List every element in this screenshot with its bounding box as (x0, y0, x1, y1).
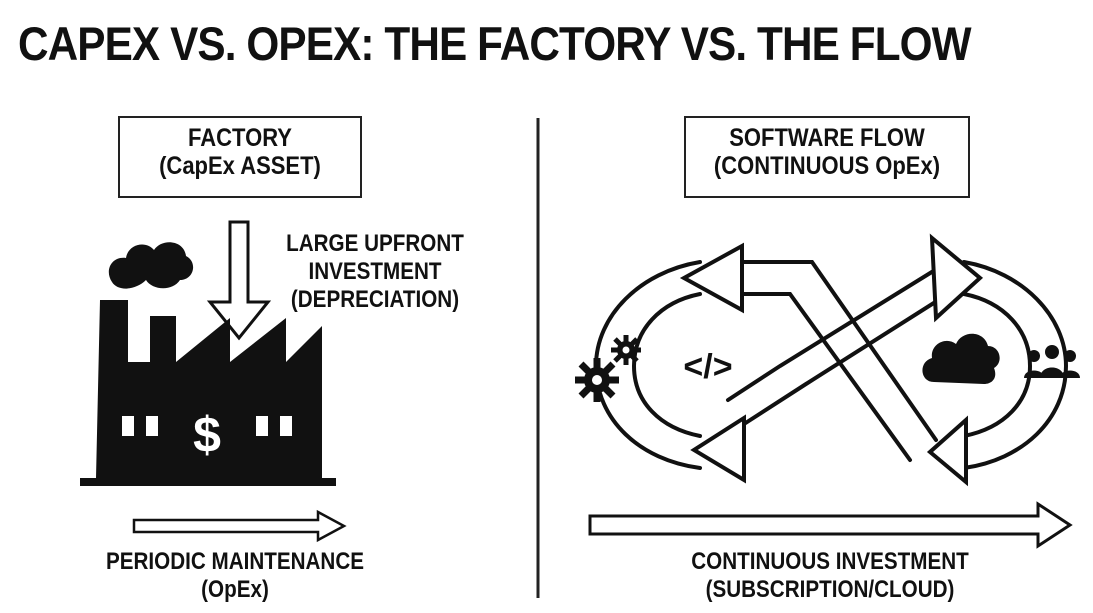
factory-dollar-symbol: $ (193, 407, 221, 463)
periodic-maintenance-line1: PERIODIC MAINTENANCE (105, 548, 364, 575)
down-arrow-icon (206, 220, 272, 341)
long-right-arrow-icon (588, 501, 1073, 549)
factory-icon (80, 242, 336, 486)
gears-icon (575, 335, 641, 402)
continuous-investment-line2: (SUBSCRIPTION/CLOUD) (705, 576, 955, 603)
users-icon (1024, 345, 1080, 378)
software-flow-box-title: SOFTWARE FLOW (729, 124, 925, 152)
page-title: CAPEX VS. OPEX: THE FACTORY VS. THE FLOW (18, 17, 972, 70)
code-icon: </> (683, 348, 732, 386)
software-flow-box-subtitle: (CONTINUOUS OpEx) (713, 152, 941, 180)
upfront-investment-line1: LARGE UPFRONT (286, 230, 464, 257)
infinity-loop-icon (593, 260, 1069, 470)
upfront-investment-label: LARGE UPFRONT INVESTMENT (DEPRECIATION) (270, 230, 480, 314)
factory-box-title: FACTORY (188, 124, 292, 152)
periodic-maintenance-label: PERIODIC MAINTENANCE (OpEx) (60, 548, 410, 604)
cloud-icon (922, 333, 1000, 384)
continuous-investment-line1: CONTINUOUS INVESTMENT (691, 548, 969, 575)
software-flow-box: SOFTWARE FLOW (CONTINUOUS OpEx) (684, 116, 970, 198)
factory-capex-box: FACTORY (CapEx ASSET) (118, 116, 362, 198)
periodic-maintenance-line2: (OpEx) (201, 576, 269, 603)
right-arrow-icon (132, 509, 347, 543)
upfront-investment-line3: (DEPRECIATION) (290, 286, 460, 313)
infinity-arrowheads (679, 233, 984, 487)
factory-box-subtitle: (CapEx ASSET) (159, 152, 321, 180)
upfront-investment-line2: INVESTMENT (308, 258, 442, 285)
continuous-investment-label: CONTINUOUS INVESTMENT (SUBSCRIPTION/CLOU… (640, 548, 1020, 604)
